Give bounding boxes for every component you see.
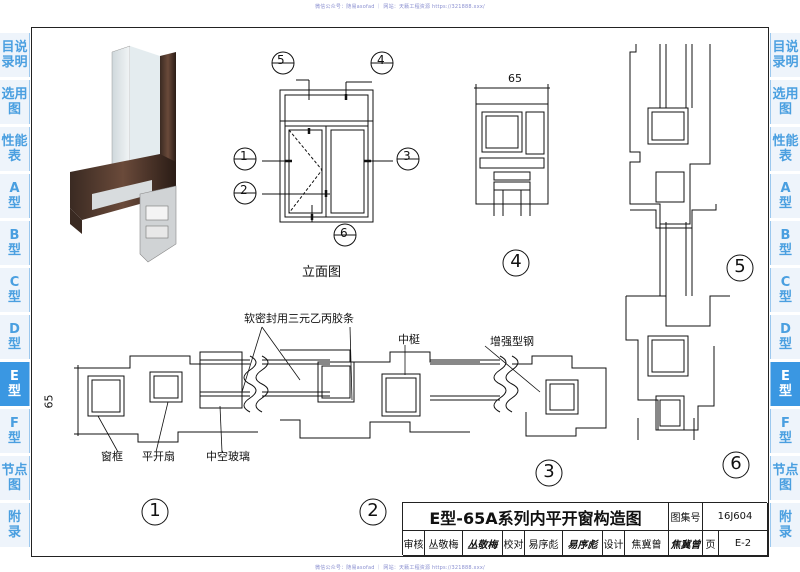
left-tab-d[interactable]: D 型 bbox=[0, 315, 30, 359]
atlas-label: 图集号 bbox=[669, 503, 703, 531]
marker-3: 3 bbox=[403, 149, 411, 163]
profile-photo bbox=[52, 44, 202, 270]
watermark-top: 微信公众号：随易asofad ｜ 网站：天籁工程资源 https://32188… bbox=[315, 4, 485, 10]
section-number-5: 5 bbox=[734, 256, 746, 277]
drawing-title: E型-65A系列内平开窗构造图 bbox=[403, 503, 669, 531]
section-number-4: 4 bbox=[510, 251, 522, 272]
marker-4: 4 bbox=[377, 53, 385, 67]
title-block: E型-65A系列内平开窗构造图 图集号 16J604 审核 丛敬梅 丛敬梅 校对… bbox=[402, 502, 768, 556]
leaders bbox=[97, 326, 541, 453]
elevation-view bbox=[233, 51, 420, 247]
atlas-number: 16J604 bbox=[703, 503, 768, 531]
right-tab-b[interactable]: B 型 bbox=[770, 221, 800, 265]
marker-1: 1 bbox=[240, 149, 248, 163]
left-tab-jiedian[interactable]: 节点 图 bbox=[0, 456, 30, 500]
label-seal-strip: 软密封用三元乙丙胶条 bbox=[244, 312, 354, 325]
page-number: E-2 bbox=[719, 531, 768, 556]
left-tab-xuanyong[interactable]: 选用 图 bbox=[0, 80, 30, 124]
left-tab-a[interactable]: A 型 bbox=[0, 174, 30, 218]
label-mullion: 中梃 bbox=[398, 333, 420, 346]
checker-signature: 易序彪 bbox=[563, 531, 603, 556]
right-tab-mulu[interactable]: 目说 录明 bbox=[770, 33, 800, 77]
right-tab-d[interactable]: D 型 bbox=[770, 315, 800, 359]
left-tab-c[interactable]: C 型 bbox=[0, 268, 30, 312]
elevation-title: 立面图 bbox=[302, 265, 342, 280]
left-tab-b[interactable]: B 型 bbox=[0, 221, 30, 265]
designer-signature: 焦冀曾 bbox=[669, 531, 703, 556]
label-sash: 平开扇 bbox=[142, 450, 175, 463]
right-tab-xuanyong[interactable]: 选用 图 bbox=[770, 80, 800, 124]
review-label: 审核 bbox=[403, 531, 425, 556]
checker-name: 易序彪 bbox=[525, 531, 563, 556]
reviewer-name: 丛敬梅 bbox=[425, 531, 463, 556]
section-1-2-3 bbox=[74, 349, 607, 526]
left-tab-f[interactable]: F 型 bbox=[0, 409, 30, 453]
section-number-3: 3 bbox=[543, 461, 555, 482]
right-tab-fulu[interactable]: 附 录 bbox=[770, 503, 800, 547]
dim-65-left: 65 bbox=[42, 394, 56, 409]
right-tab-a[interactable]: A 型 bbox=[770, 174, 800, 218]
page-label: 页 bbox=[703, 531, 719, 556]
marker-2: 2 bbox=[240, 183, 248, 197]
label-steel: 增强型钢 bbox=[490, 335, 534, 348]
right-tab-f[interactable]: F 型 bbox=[770, 409, 800, 453]
label-frame: 窗框 bbox=[101, 450, 123, 463]
right-tab-e[interactable]: E 型 bbox=[770, 362, 800, 406]
right-tab-c[interactable]: C 型 bbox=[770, 268, 800, 312]
left-tab-xingneng[interactable]: 性能 表 bbox=[0, 127, 30, 171]
design-label: 设计 bbox=[603, 531, 625, 556]
designer-name: 焦冀曾 bbox=[625, 531, 669, 556]
section-number-6: 6 bbox=[730, 453, 742, 474]
left-tab-e[interactable]: E 型 bbox=[0, 362, 30, 406]
check-label: 校对 bbox=[503, 531, 525, 556]
reviewer-signature: 丛敬梅 bbox=[463, 531, 503, 556]
label-glass: 中空玻璃 bbox=[206, 450, 250, 463]
dim-65-top: 65 bbox=[508, 72, 522, 85]
right-tab-jiedian[interactable]: 节点 图 bbox=[770, 456, 800, 500]
section-number-2: 2 bbox=[367, 500, 379, 521]
left-tab-fulu[interactable]: 附 录 bbox=[0, 503, 30, 547]
watermark-bottom: 微信公众号：随易asofad ｜ 网站：天籁工程资源 https://32188… bbox=[315, 565, 485, 571]
marker-5: 5 bbox=[277, 53, 285, 67]
marker-6: 6 bbox=[340, 226, 348, 240]
section-number-1: 1 bbox=[149, 500, 161, 521]
section-5-6 bbox=[625, 44, 754, 479]
right-tab-xingneng[interactable]: 性能 表 bbox=[770, 127, 800, 171]
left-tab-mulu[interactable]: 目说 录明 bbox=[0, 33, 30, 77]
drawing-frame bbox=[31, 27, 769, 557]
section-4 bbox=[474, 84, 550, 277]
